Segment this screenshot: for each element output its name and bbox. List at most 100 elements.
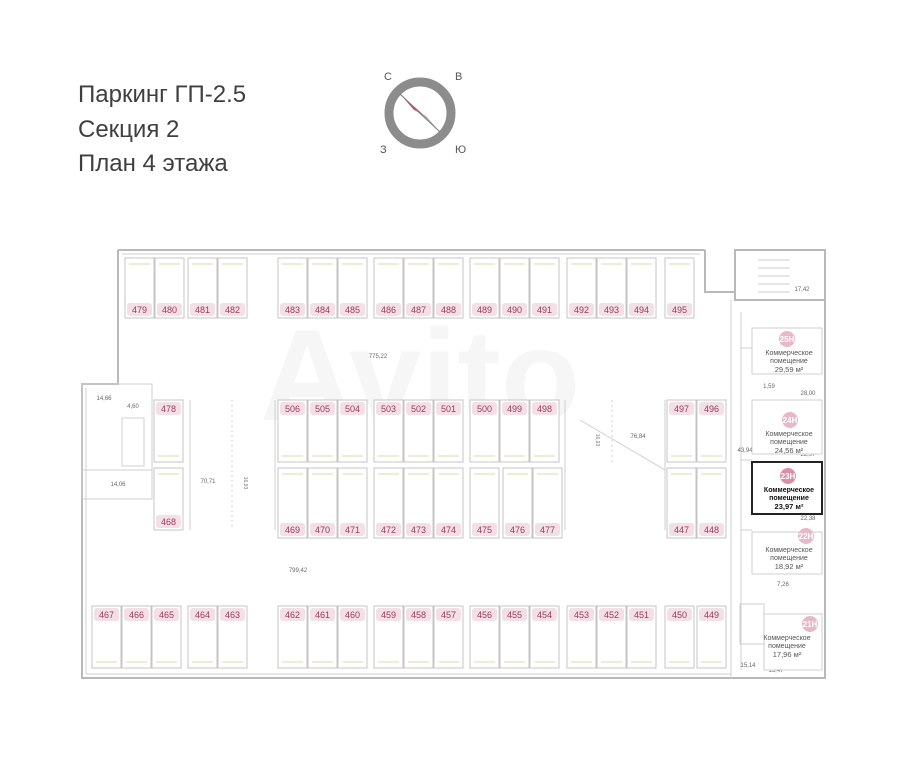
parking-spot-476[interactable]: 476 (502, 467, 533, 539)
parking-spot-label: 501 (441, 404, 456, 414)
parking-spot-label: 484 (315, 305, 330, 315)
parking-spot-492[interactable]: 492 (566, 257, 597, 319)
parking-spot-456[interactable]: 456 (469, 605, 500, 669)
parking-spot-468[interactable]: 468 (153, 467, 184, 531)
parking-spot-454[interactable]: 454 (529, 605, 560, 669)
parking-spot-label: 479 (132, 305, 147, 315)
parking-spot-495[interactable]: 495 (664, 257, 695, 319)
parking-spot-484[interactable]: 484 (307, 257, 338, 319)
parking-spot-464[interactable]: 464 (187, 605, 218, 669)
parking-spot-474[interactable]: 474 (433, 467, 464, 539)
parking-spot-502[interactable]: 502 (403, 399, 434, 463)
parking-spot-496[interactable]: 496 (696, 399, 727, 463)
parking-spot-503[interactable]: 503 (373, 399, 404, 463)
commercial-unit-subtype: помещение (770, 555, 808, 562)
parking-spot-461[interactable]: 461 (307, 605, 338, 669)
parking-spot-label: 470 (315, 525, 330, 535)
parking-spot-label: 461 (315, 610, 330, 620)
parking-spot-462[interactable]: 462 (277, 605, 308, 669)
parking-spot-475[interactable]: 475 (469, 467, 500, 539)
parking-spot-453[interactable]: 453 (566, 605, 597, 669)
area-value-a10: 1,59 (763, 384, 775, 390)
parking-spot-label: 453 (574, 610, 589, 620)
parking-spot-490[interactable]: 490 (499, 257, 530, 319)
parking-spot-487[interactable]: 487 (403, 257, 434, 319)
parking-spot-449[interactable]: 449 (696, 605, 727, 669)
commercial-unit-id: 22Н (799, 532, 814, 541)
parking-spot-467[interactable]: 467 (91, 605, 122, 669)
area-value-a3: 70,71 (200, 479, 216, 485)
parking-spot-477[interactable]: 477 (532, 467, 563, 539)
parking-spot-493[interactable]: 493 (596, 257, 627, 319)
parking-spot-label: 450 (672, 610, 687, 620)
parking-spot-471[interactable]: 471 (337, 467, 368, 539)
parking-spot-489[interactable]: 489 (469, 257, 500, 319)
parking-spot-label: 491 (537, 305, 552, 315)
area-value-a13: 22,97 (800, 452, 816, 458)
parking-spot-500[interactable]: 500 (469, 399, 500, 463)
parking-spot-447[interactable]: 447 (666, 467, 697, 539)
compass-west-label: З (380, 144, 387, 156)
parking-spot-506[interactable]: 506 (277, 399, 308, 463)
commercial-unit-area: 29,59 м² (775, 365, 804, 374)
parking-spot-469[interactable]: 469 (277, 467, 308, 539)
parking-spot-448[interactable]: 448 (696, 467, 727, 539)
parking-spot-473[interactable]: 473 (403, 467, 434, 539)
parking-spot-455[interactable]: 455 (499, 605, 530, 669)
parking-spot-498[interactable]: 498 (529, 399, 560, 463)
parking-spot-505[interactable]: 505 (307, 399, 338, 463)
parking-spot-label: 492 (574, 305, 589, 315)
commercial-unit-area: 18,92 м² (775, 562, 804, 571)
compass-north-label: С (384, 71, 392, 83)
parking-spot-501[interactable]: 501 (433, 399, 464, 463)
parking-spot-label: 463 (225, 610, 240, 620)
area-value-a2: 799,42 (289, 568, 308, 574)
parking-spot-482[interactable]: 482 (217, 257, 248, 319)
parking-spot-472[interactable]: 472 (373, 467, 404, 539)
parking-spot-480[interactable]: 480 (154, 257, 185, 319)
parking-spot-label: 466 (129, 610, 144, 620)
inner-walls (81, 253, 790, 678)
parking-spot-479[interactable]: 479 (124, 257, 155, 319)
parking-spot-label: 456 (477, 610, 492, 620)
parking-spot-465[interactable]: 465 (151, 605, 182, 669)
parking-spot-463[interactable]: 463 (217, 605, 248, 669)
parking-spot-491[interactable]: 491 (529, 257, 560, 319)
parking-spot-label: 467 (99, 610, 114, 620)
parking-spot-478[interactable]: 478 (153, 399, 184, 463)
parking-spot-label: 505 (315, 404, 330, 414)
area-value-a1: 775,22 (369, 354, 388, 360)
parking-spot-483[interactable]: 483 (277, 257, 308, 319)
parking-spot-497[interactable]: 497 (666, 399, 697, 463)
parking-spot-459[interactable]: 459 (373, 605, 404, 669)
commercial-unit-subtype: помещение (768, 643, 806, 650)
parking-spot-label: 447 (674, 525, 689, 535)
parking-spot-label: 485 (345, 305, 360, 315)
parking-spot-494[interactable]: 494 (626, 257, 657, 319)
parking-spot-458[interactable]: 458 (403, 605, 434, 669)
parking-spot-450[interactable]: 450 (664, 605, 695, 669)
parking-spot-label: 487 (411, 305, 426, 315)
parking-spot-466[interactable]: 466 (121, 605, 152, 669)
parking-spot-485[interactable]: 485 (337, 257, 368, 319)
parking-spot-470[interactable]: 470 (307, 467, 338, 539)
parking-spot-499[interactable]: 499 (499, 399, 530, 463)
parking-spot-486[interactable]: 486 (373, 257, 404, 319)
parking-spot-481[interactable]: 481 (187, 257, 218, 319)
parking-spot-460[interactable]: 460 (337, 605, 368, 669)
parking-spot-451[interactable]: 451 (626, 605, 657, 669)
area-value-a6: 4,60 (127, 404, 139, 410)
parking-spot-label: 493 (604, 305, 619, 315)
dimension-d2: 16,93 (594, 434, 600, 447)
plan-title-section: Секция 2 (78, 116, 180, 143)
parking-spot-457[interactable]: 457 (433, 605, 464, 669)
parking-spot-452[interactable]: 452 (596, 605, 627, 669)
parking-spot-504[interactable]: 504 (337, 399, 368, 463)
parking-spot-488[interactable]: 488 (433, 257, 464, 319)
